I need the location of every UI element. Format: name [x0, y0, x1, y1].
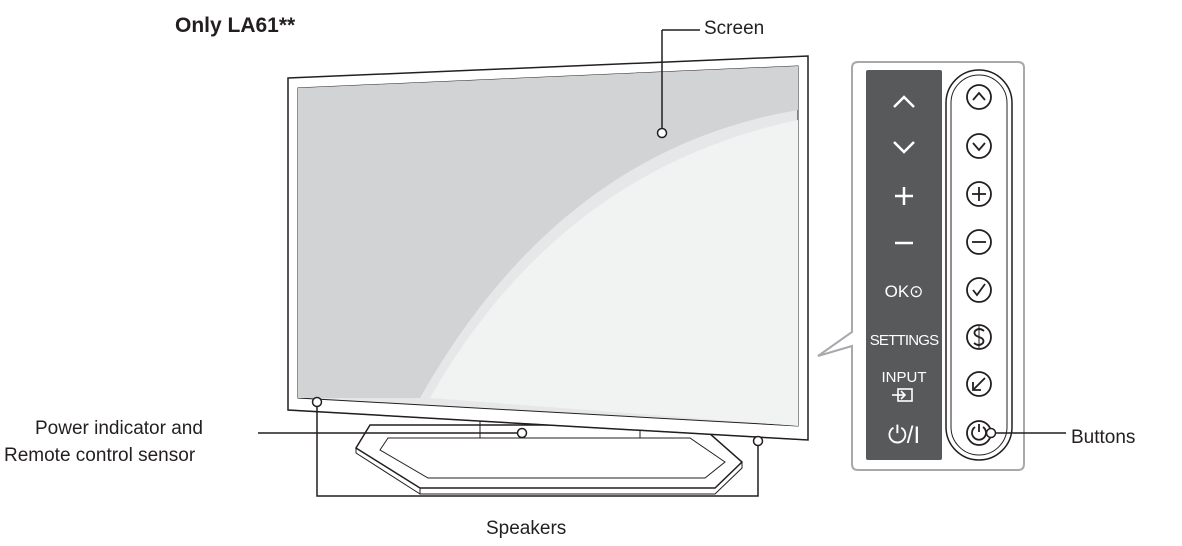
- buttons-callout: [985, 427, 1066, 439]
- up-chevron-icon: [893, 95, 915, 108]
- speakers-label: Speakers: [486, 518, 567, 539]
- panel-key-input: INPUT: [881, 369, 927, 386]
- panel-key-power: ⏻/I: [887, 422, 921, 449]
- page-title: Only LA61**: [175, 14, 296, 37]
- speakers-callout: [311, 396, 764, 497]
- power-indicator-callout: [258, 427, 528, 439]
- tv-body: [287, 55, 809, 441]
- buttons-label: Buttons: [1071, 427, 1136, 448]
- screen-callout: [656, 29, 700, 139]
- physical-button-ok[interactable]: [966, 277, 992, 303]
- power-indicator-label: Power indicator and: [35, 418, 203, 439]
- input-source-icon: [892, 388, 913, 402]
- down-chevron-icon: [893, 141, 915, 154]
- plus-icon: [895, 187, 913, 205]
- physical-button-input[interactable]: [966, 371, 992, 397]
- physical-button-up[interactable]: [966, 84, 992, 110]
- tv-stand: [354, 420, 744, 495]
- physical-button-plus[interactable]: [966, 181, 992, 207]
- physical-button-down[interactable]: [966, 133, 992, 159]
- physical-button-settings[interactable]: [966, 324, 992, 350]
- physical-button-minus[interactable]: [966, 229, 992, 255]
- panel-key-ok: OK⊙: [884, 282, 924, 301]
- button-panel-callout: [817, 61, 1025, 471]
- panel-key-settings: SETTINGS: [869, 332, 939, 349]
- remote-sensor-label: Remote control sensor: [4, 445, 196, 466]
- screen-label: Screen: [704, 18, 765, 39]
